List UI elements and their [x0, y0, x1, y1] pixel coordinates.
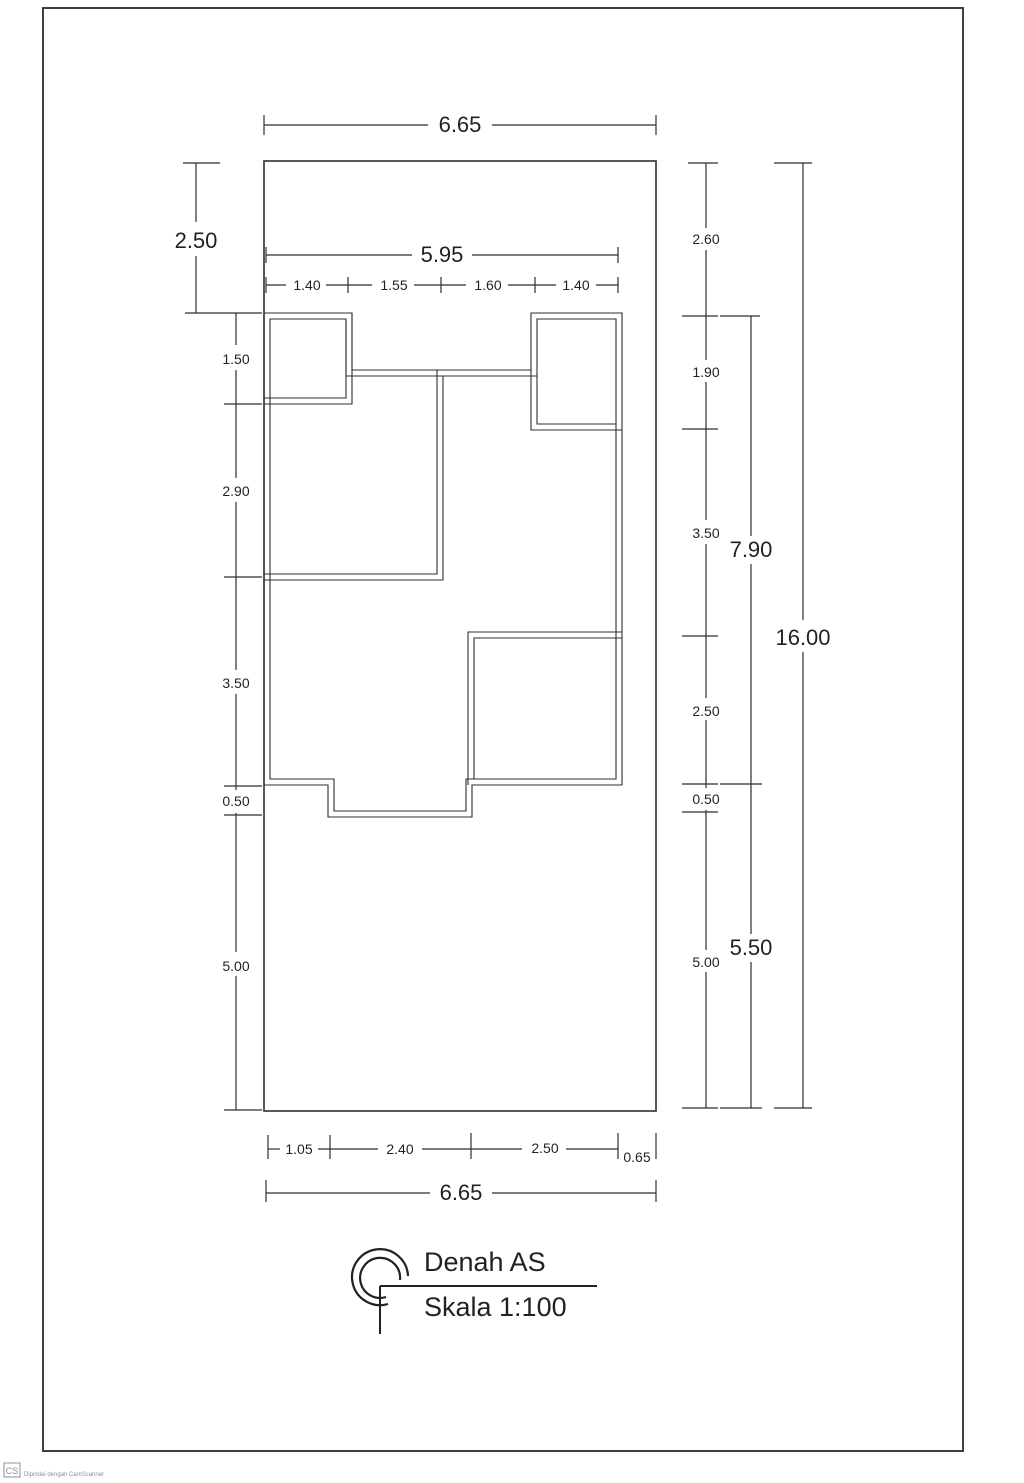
- site-boundary: [263, 160, 657, 1112]
- partition-left: [264, 370, 438, 575]
- building-walls: [263, 312, 623, 818]
- label-right-seg-2: 1.90: [692, 364, 719, 380]
- scanner-footer: CS Dipindai dengan CamScanner: [3, 1462, 104, 1478]
- label-front-depth: 5.50: [730, 935, 773, 960]
- room-wall-top-right-inner: [536, 376, 616, 425]
- partition-right-inner: [473, 637, 622, 779]
- label-right-seg-1: 2.60: [692, 231, 719, 247]
- drawing-scale: Skala 1:100: [424, 1292, 567, 1322]
- label-left-setback: 2.50: [175, 228, 218, 253]
- label-left-seg-3: 3.50: [222, 675, 249, 691]
- label-bottom-seg-2: 2.40: [386, 1141, 413, 1157]
- label-right-seg-3: 3.50: [692, 525, 719, 541]
- label-left-seg-2: 2.90: [222, 483, 249, 499]
- label-bottom-width: 6.65: [440, 1180, 483, 1205]
- label-right-seg-6: 5.00: [692, 954, 719, 970]
- dimension-left-segments: 1.50 2.90 3.50 0.50 5.00: [222, 313, 262, 1111]
- title-symbol-inner-arc: [359, 1256, 402, 1299]
- dimension-bottom-segments: 1.05 2.40 2.50 0.65: [267, 1133, 657, 1165]
- label-bottom-seg-4: 0.65: [623, 1149, 650, 1165]
- label-top-seg-2: 1.55: [380, 277, 407, 293]
- dimension-inner-width: 5.95: [265, 242, 619, 267]
- label-total-depth: 16.00: [775, 625, 830, 650]
- dimension-bottom-width: 6.65: [265, 1180, 657, 1205]
- label-top-seg-1: 1.40: [293, 277, 320, 293]
- room-wall-top-left: [264, 313, 353, 405]
- partition-left-inner: [264, 376, 444, 581]
- dimension-right-depths: 7.90 5.50: [720, 315, 773, 1109]
- room-wall-top-left-inner: [264, 319, 347, 399]
- sheet-frame: [42, 7, 964, 1452]
- dimension-total-depth: 16.00: [774, 162, 831, 1109]
- label-building-depth: 7.90: [730, 537, 773, 562]
- drawing-title: Denah AS: [424, 1247, 546, 1277]
- scanner-badge-icon: [3, 1462, 21, 1478]
- scanner-text: Dipindai dengan CamScanner: [24, 1472, 104, 1478]
- label-left-seg-4: 0.50: [222, 793, 249, 809]
- dimension-left-setback: 2.50: [175, 162, 262, 314]
- label-top-seg-4: 1.40: [562, 277, 589, 293]
- room-wall-top-right: [530, 370, 622, 431]
- title-block: Denah AS Skala 1:100: [350, 1247, 597, 1334]
- dimension-top-segments: 1.40 1.55 1.60 1.40: [265, 277, 619, 293]
- label-inner-width: 5.95: [421, 242, 464, 267]
- label-top-width: 6.65: [439, 112, 482, 137]
- label-top-seg-3: 1.60: [474, 277, 501, 293]
- dimension-top-width: 6.65: [263, 112, 657, 137]
- label-left-seg-5: 5.00: [222, 958, 249, 974]
- label-left-seg-1: 1.50: [222, 351, 249, 367]
- dimension-right-segments: 2.60 1.90 3.50 2.50 0.50 5.00: [682, 162, 720, 1109]
- label-right-seg-5: 0.50: [692, 791, 719, 807]
- partition-right: [467, 631, 622, 785]
- label-bottom-seg-3: 2.50: [531, 1140, 558, 1156]
- title-symbol-outer-arc: [350, 1248, 410, 1307]
- scanner-badge: CS: [6, 1466, 19, 1476]
- label-right-seg-4: 2.50: [692, 703, 719, 719]
- label-bottom-seg-1: 1.05: [285, 1141, 312, 1157]
